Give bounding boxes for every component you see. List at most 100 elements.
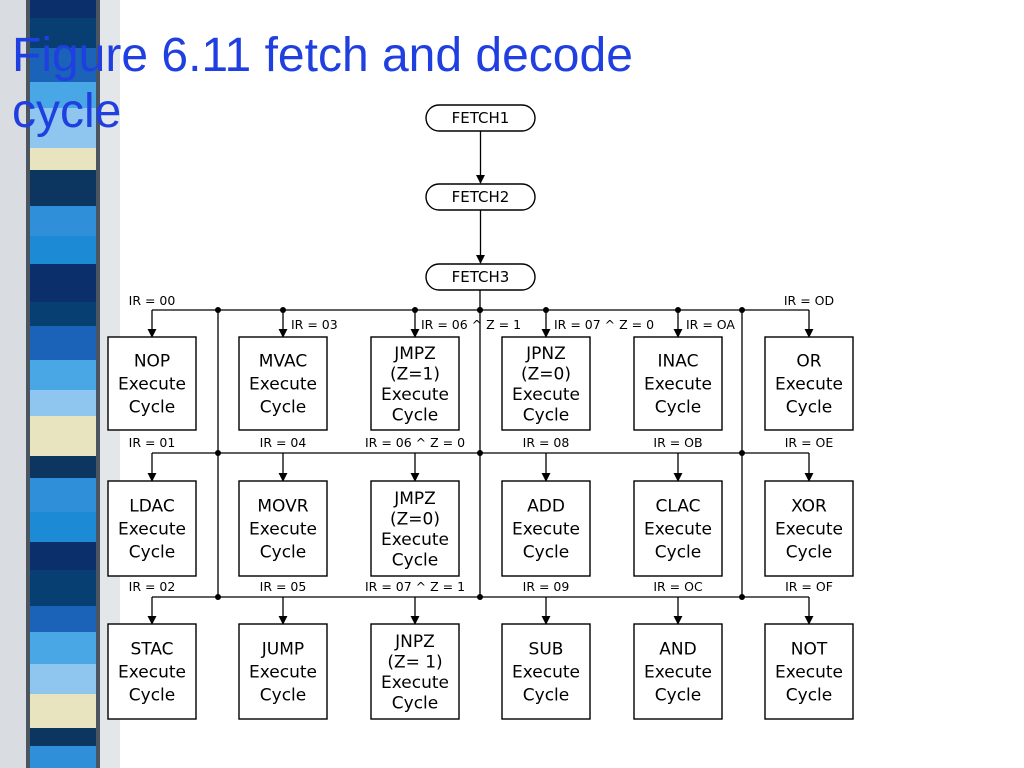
transition-condition-label: IR = 07 ^ Z = 0 (554, 317, 654, 332)
execute-state-label: MVAC (259, 352, 307, 372)
execute-state-label: Execute (775, 375, 843, 395)
execute-state-label: Execute (512, 385, 580, 405)
execute-state-label: Execute (381, 530, 449, 550)
junction-dot (215, 307, 221, 313)
execute-state-label: Cycle (523, 405, 569, 425)
execute-state-label: (Z=0) (521, 364, 571, 384)
transition-condition-label: IR = OC (653, 579, 703, 594)
execute-state-label: Execute (512, 663, 580, 683)
execute-state-label: JUMP (261, 640, 304, 660)
execute-state-label: Cycle (655, 398, 701, 418)
transition-condition-label: IR = 09 (523, 579, 570, 594)
execute-state-label: Cycle (129, 398, 175, 418)
execute-state-label: Execute (118, 375, 186, 395)
fetch-state-label: FETCH2 (452, 188, 510, 206)
execute-state-label: ADD (527, 497, 565, 517)
transition-condition-label: IR = 00 (129, 293, 176, 308)
execute-state-label: Cycle (786, 398, 832, 418)
execute-state-label: MOVR (257, 497, 308, 517)
execute-state-label: Execute (644, 663, 712, 683)
transition-conditions: IR = 00 IR = 03 IR = 06 ^ Z = 1 IR = 07 ^ Z… (129, 293, 834, 594)
transition-condition-label: IR = 07 ^ Z = 1 (365, 579, 465, 594)
execute-state-label: SUB (529, 640, 564, 660)
connector-lines (147, 131, 814, 625)
execute-state-label: STAC (130, 640, 173, 660)
execute-state-label: Cycle (786, 686, 832, 706)
execute-state-label: (Z=0) (390, 509, 440, 529)
transition-condition-label: IR = 06 ^ Z = 0 (365, 435, 465, 450)
junction-dot (477, 307, 483, 313)
execute-states: NOPExecuteCycleMVACExecuteCycleJMPZ(Z=1)… (107, 336, 854, 720)
execute-state-label: Cycle (260, 398, 306, 418)
execute-state-label: Execute (381, 385, 449, 405)
execute-state-label: Cycle (392, 693, 438, 713)
execute-state-label: Cycle (260, 686, 306, 706)
transition-condition-label: IR = OA (686, 317, 735, 332)
execute-state-label: NOT (791, 640, 828, 660)
execute-state-label: OR (796, 352, 821, 372)
execute-state-label: CLAC (656, 497, 701, 517)
fetch-state-2: FETCH2 (425, 183, 536, 211)
execute-state-label: (Z= 1) (387, 652, 442, 672)
execute-state-label: Execute (249, 375, 317, 395)
transition-condition-label: IR = OD (784, 293, 834, 308)
decorative-side-stripe (0, 0, 120, 768)
junction-dot (215, 450, 221, 456)
transition-condition-label: IR = 08 (523, 435, 570, 450)
junction-dot (477, 450, 483, 456)
execute-state-label: Cycle (129, 686, 175, 706)
execute-state-label: NOP (134, 352, 170, 372)
transition-condition-label: IR = 05 (260, 579, 307, 594)
junction-dot (477, 594, 483, 600)
execute-state-label: Execute (775, 520, 843, 540)
junction-dot (215, 594, 221, 600)
execute-state-label: Execute (644, 520, 712, 540)
execute-state-label: Cycle (523, 543, 569, 563)
execute-state-label: Execute (775, 663, 843, 683)
fetch-state-label: FETCH1 (452, 109, 510, 127)
transition-condition-label: IR = OE (785, 435, 834, 450)
transition-condition-label: IR = 06 ^ Z = 1 (421, 317, 521, 332)
transition-condition-label: IR = 01 (129, 435, 176, 450)
execute-state-label: Cycle (655, 543, 701, 563)
transition-condition-label: IR = OF (785, 579, 833, 594)
execute-state-label: Cycle (786, 543, 832, 563)
execute-state-label: Execute (249, 520, 317, 540)
fetch-state-1: FETCH1 (425, 104, 536, 132)
execute-state-label: Cycle (260, 543, 306, 563)
fetch-state-3: FETCH3 (425, 263, 536, 291)
execute-state-label: JPNZ (525, 344, 566, 364)
execute-state-label: Cycle (392, 405, 438, 425)
transition-condition-label: IR = 03 (291, 317, 338, 332)
slide-title: Figure 6.11 fetch and decode cycle (12, 29, 633, 138)
execute-state-label: INAC (658, 352, 699, 372)
execute-state-label: Execute (644, 375, 712, 395)
execute-state-label: Cycle (129, 543, 175, 563)
execute-state-label: AND (659, 640, 696, 660)
transition-condition-label: IR = OB (653, 435, 702, 450)
execute-state-label: JMPZ (393, 489, 436, 509)
execute-state-label: Execute (118, 520, 186, 540)
execute-state-label: Cycle (523, 686, 569, 706)
execute-state-label: Execute (249, 663, 317, 683)
junction-dot (739, 307, 745, 313)
junction-dot (739, 594, 745, 600)
execute-state-label: JNPZ (394, 632, 435, 652)
execute-state-label: Execute (118, 663, 186, 683)
